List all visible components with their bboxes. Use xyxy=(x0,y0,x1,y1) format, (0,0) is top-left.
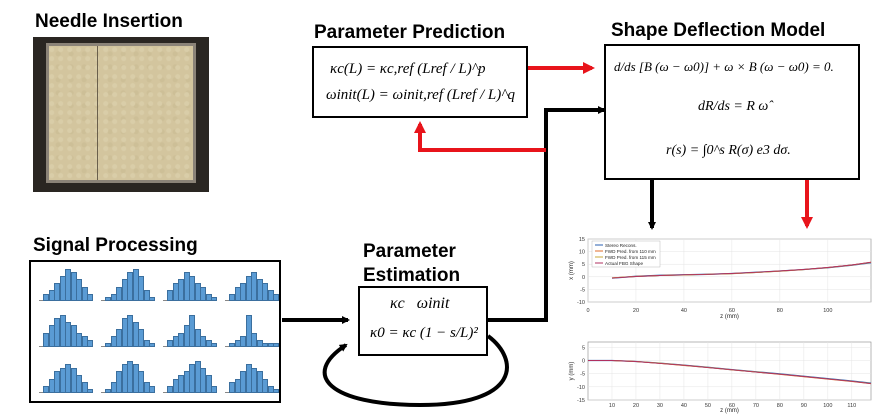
histogram-bar xyxy=(87,339,93,347)
histogram-bar xyxy=(273,389,279,393)
histogram-thumbnail xyxy=(35,264,93,306)
arrow-estimation-loop xyxy=(322,334,509,408)
arrow-estimation-to-deflection xyxy=(488,106,606,322)
histogram-bar xyxy=(143,290,150,301)
parameter-estimation-box: κc ωinit κ0 = κc (1 − s/L)² xyxy=(358,286,488,356)
signal-processing-title: Signal Processing xyxy=(33,235,198,256)
histogram-thumbnail xyxy=(97,310,155,352)
histogram-bar xyxy=(81,382,88,393)
histogram-bar xyxy=(138,329,144,347)
histogram-bar xyxy=(87,389,93,393)
histogram-thumbnail xyxy=(35,356,93,398)
histogram-bar xyxy=(262,378,268,393)
histogram-thumbnail xyxy=(221,264,279,306)
deflection-equation-3: r(s) = ∫0^s R(σ) e3 dσ. xyxy=(666,143,791,158)
parameter-prediction-box: κc(L) = κc,ref (Lref / L)^p ωinit(L) = ω… xyxy=(312,46,528,118)
parameter-prediction-title: Parameter Prediction xyxy=(314,22,506,43)
fbg-histogram-grid xyxy=(29,260,281,403)
histogram-thumbnail xyxy=(97,356,155,398)
histogram-bar xyxy=(211,297,217,301)
estimation-kappa0-equation: κ0 = κc (1 − s/L)² xyxy=(370,325,478,341)
estimation-parameters: κc ωinit xyxy=(390,295,450,312)
histogram-thumbnail xyxy=(159,310,217,352)
histogram-bar xyxy=(138,275,144,301)
needle-insertion-photo xyxy=(33,37,209,192)
shape-deflection-box: d/ds [B (ω − ω0)] + ω × B (ω − ω0) = 0. … xyxy=(604,44,860,180)
histogram-bar xyxy=(149,343,155,347)
parameter-estimation-title-line1: Parameter xyxy=(363,241,456,262)
deflection-equation-2: dR/ds = R ω̂ xyxy=(698,99,769,114)
histogram-bar xyxy=(245,314,252,347)
histogram-bar xyxy=(211,343,217,347)
histogram-thumbnail xyxy=(97,264,155,306)
histogram-bar xyxy=(87,293,93,301)
needle-insertion-title: Needle Insertion xyxy=(35,11,183,32)
histogram-bar xyxy=(149,297,155,301)
histogram-thumbnail xyxy=(221,310,279,352)
histogram-bar xyxy=(81,286,88,301)
deflection-equation-1: d/ds [B (ω − ω0)] + ω × B (ω − ω0) = 0. xyxy=(614,59,834,74)
histogram-bar xyxy=(273,293,279,301)
histogram-bar xyxy=(205,375,212,393)
shape-deflection-title: Shape Deflection Model xyxy=(611,20,826,41)
prediction-kappa-equation: κc(L) = κc,ref (Lref / L)^p xyxy=(330,61,486,77)
histogram-thumbnail xyxy=(159,264,217,306)
histogram-bar xyxy=(251,332,257,347)
prediction-omega-equation: ωinit(L) = ωinit,ref (Lref / L)^q xyxy=(326,87,516,103)
histogram-thumbnail xyxy=(221,356,279,398)
parameter-estimation-title-line2: Estimation xyxy=(363,265,461,286)
histogram-thumbnail xyxy=(159,356,217,398)
histogram-bar xyxy=(273,343,279,347)
arrow-estimation-to-prediction xyxy=(414,121,546,152)
histogram-thumbnail xyxy=(35,310,93,352)
histogram-bar xyxy=(211,385,217,393)
histogram-bar xyxy=(200,286,206,301)
tissue-phantom xyxy=(46,43,196,183)
histogram-bar xyxy=(149,385,155,393)
